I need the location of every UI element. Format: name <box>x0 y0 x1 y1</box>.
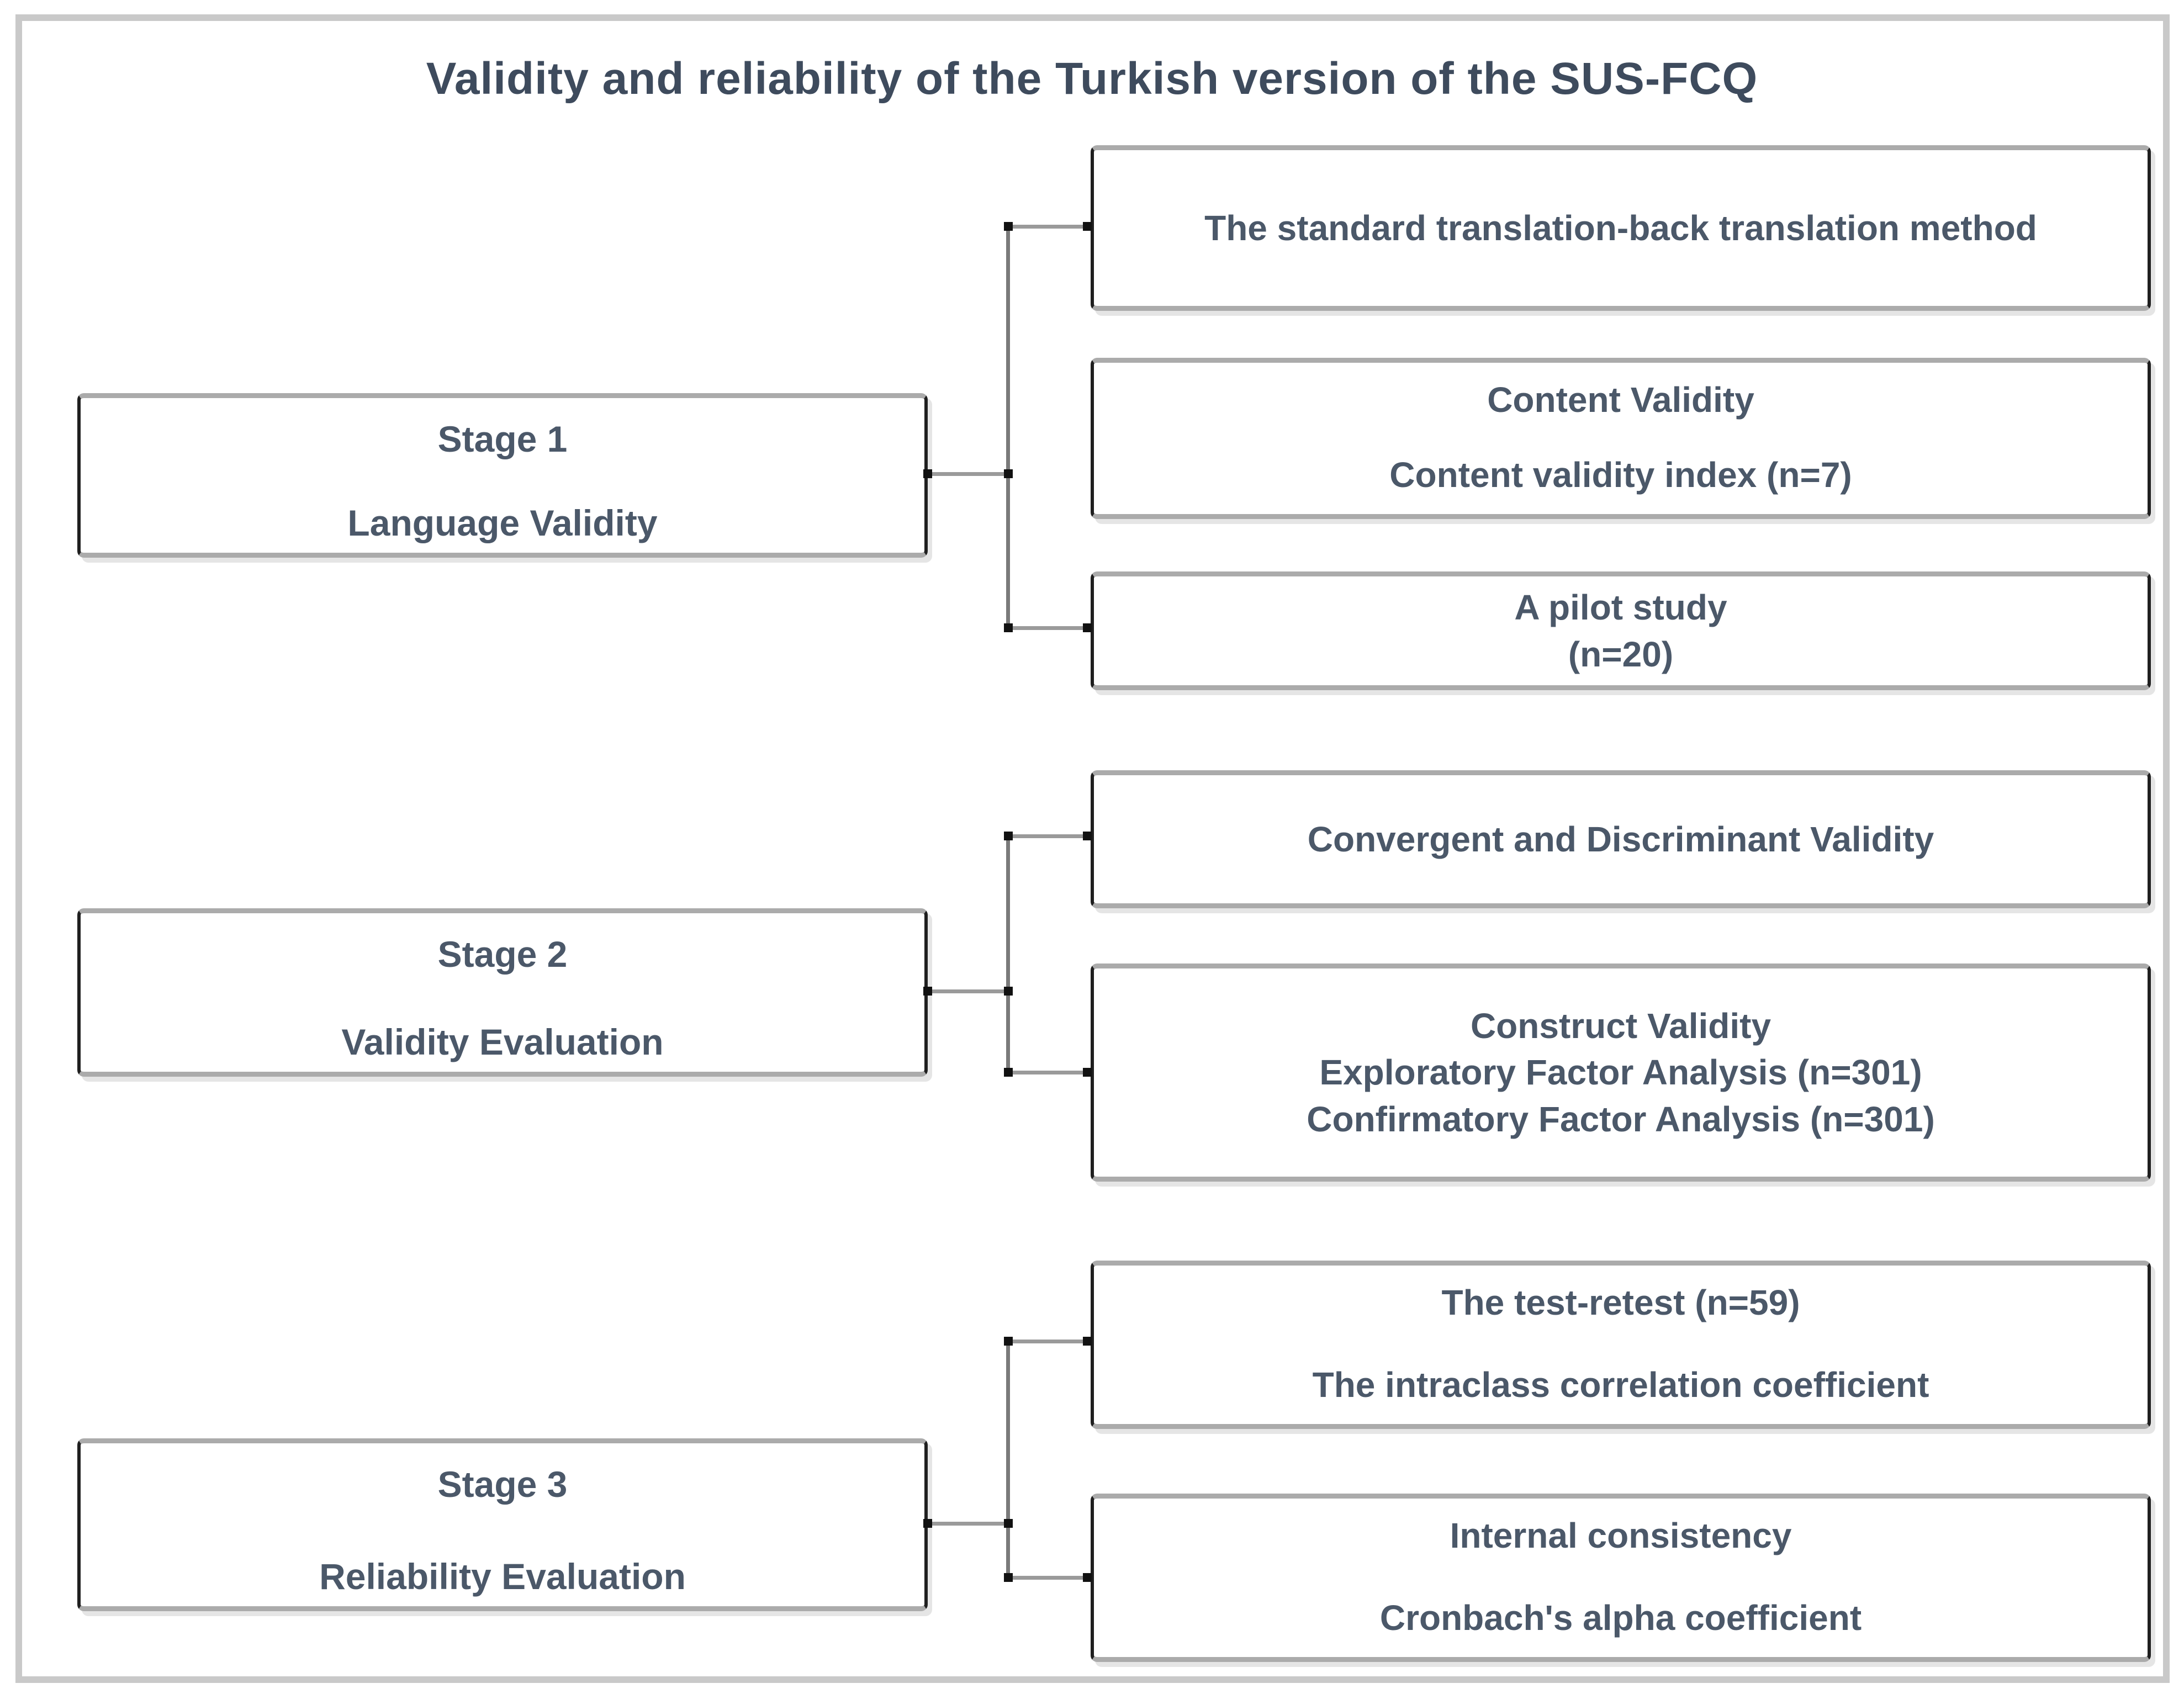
box-convergent-discriminant: Convergent and Discriminant Validity <box>1091 770 2151 908</box>
box-pilot-study: A pilot study (n=20) <box>1091 571 2151 690</box>
box-test-retest: The test-retest (n=59) The intraclass co… <box>1091 1261 2151 1429</box>
box-internal-consistency: Internal consistency Cronbach's alpha co… <box>1091 1494 2151 1662</box>
joint-box-3g <box>1083 1573 1092 1582</box>
stage-3-label: Stage 3 <box>437 1464 568 1505</box>
connector-branch-3g <box>1006 1576 1091 1580</box>
joint-box-2d <box>1083 832 1092 840</box>
joint-trunk-3 <box>1004 1519 1013 1528</box>
stage-2-label: Stage 2 <box>437 934 568 975</box>
content-validity-index: Content validity index (n=7) <box>1389 455 1852 495</box>
stage-2-sublabel: Validity Evaluation <box>341 1021 664 1062</box>
box-content-validity: Content Validity Content validity index … <box>1091 358 2151 519</box>
joint-box-3f <box>1083 1337 1092 1346</box>
joint-box-1c <box>1083 623 1092 632</box>
construct-validity-title: Construct Validity <box>1470 1005 1771 1046</box>
joint-stage-2 <box>923 987 932 996</box>
convergent-discriminant-line: Convergent and Discriminant Validity <box>1307 819 1934 859</box>
pilot-study-line2: (n=20) <box>1568 634 1674 674</box>
stage-3-sublabel: Reliability Evaluation <box>319 1556 686 1597</box>
pilot-study-line1: A pilot study <box>1514 587 1727 628</box>
joint-stage-3 <box>923 1519 932 1528</box>
cronbach-alpha-line: Cronbach's alpha coefficient <box>1379 1598 1862 1638</box>
connector-branch-1c <box>1006 626 1091 630</box>
box-translation-method: The standard translation-back translatio… <box>1091 145 2151 311</box>
internal-consistency-line: Internal consistency <box>1450 1516 1792 1555</box>
content-validity-title: Content Validity <box>1487 380 1754 420</box>
joint-trunk-2 <box>1004 987 1013 996</box>
stage-3-box: Stage 3 Reliability Evaluation <box>77 1438 928 1611</box>
box-translation-method-line: The standard translation-back translatio… <box>1204 208 2037 248</box>
joint-box-2e <box>1083 1068 1092 1077</box>
stage-2-box: Stage 2 Validity Evaluation <box>77 908 928 1077</box>
joint-elbow-1a <box>1004 222 1013 231</box>
connector-branch-3f <box>1006 1340 1091 1343</box>
connector-stage-2 <box>928 989 1010 993</box>
test-retest-line: The test-retest (n=59) <box>1441 1283 1800 1322</box>
connector-trunk-3 <box>1006 1341 1010 1580</box>
connector-stage-1 <box>928 472 1010 476</box>
connector-trunk-2 <box>1006 836 1010 1074</box>
joint-elbow-3f <box>1004 1337 1013 1346</box>
page-title: Validity and reliability of the Turkish … <box>426 54 1758 104</box>
joint-elbow-2d <box>1004 832 1013 840</box>
joint-stage-1 <box>923 469 932 478</box>
joint-elbow-3g <box>1004 1573 1013 1582</box>
stage-1-sublabel: Language Validity <box>347 502 658 543</box>
cfa-line: Confirmatory Factor Analysis (n=301) <box>1307 1099 1935 1139</box>
icc-line: The intraclass correlation coefficient <box>1312 1365 1929 1405</box>
stage-1-label: Stage 1 <box>437 419 568 459</box>
joint-box-1a <box>1083 222 1092 231</box>
efa-line: Exploratory Factor Analysis (n=301) <box>1319 1052 1922 1093</box>
joint-elbow-2e <box>1004 1068 1013 1077</box>
connector-stage-3 <box>928 1522 1010 1526</box>
joint-elbow-1c <box>1004 623 1013 632</box>
box-construct-validity: Construct Validity Exploratory Factor An… <box>1091 964 2151 1182</box>
connector-branch-1a <box>1006 225 1091 229</box>
connector-trunk-1 <box>1006 226 1010 629</box>
connector-branch-2d <box>1006 834 1091 838</box>
connector-branch-2e <box>1006 1071 1091 1074</box>
joint-trunk-1 <box>1004 469 1013 478</box>
stage-1-box: Stage 1 Language Validity <box>77 393 928 558</box>
